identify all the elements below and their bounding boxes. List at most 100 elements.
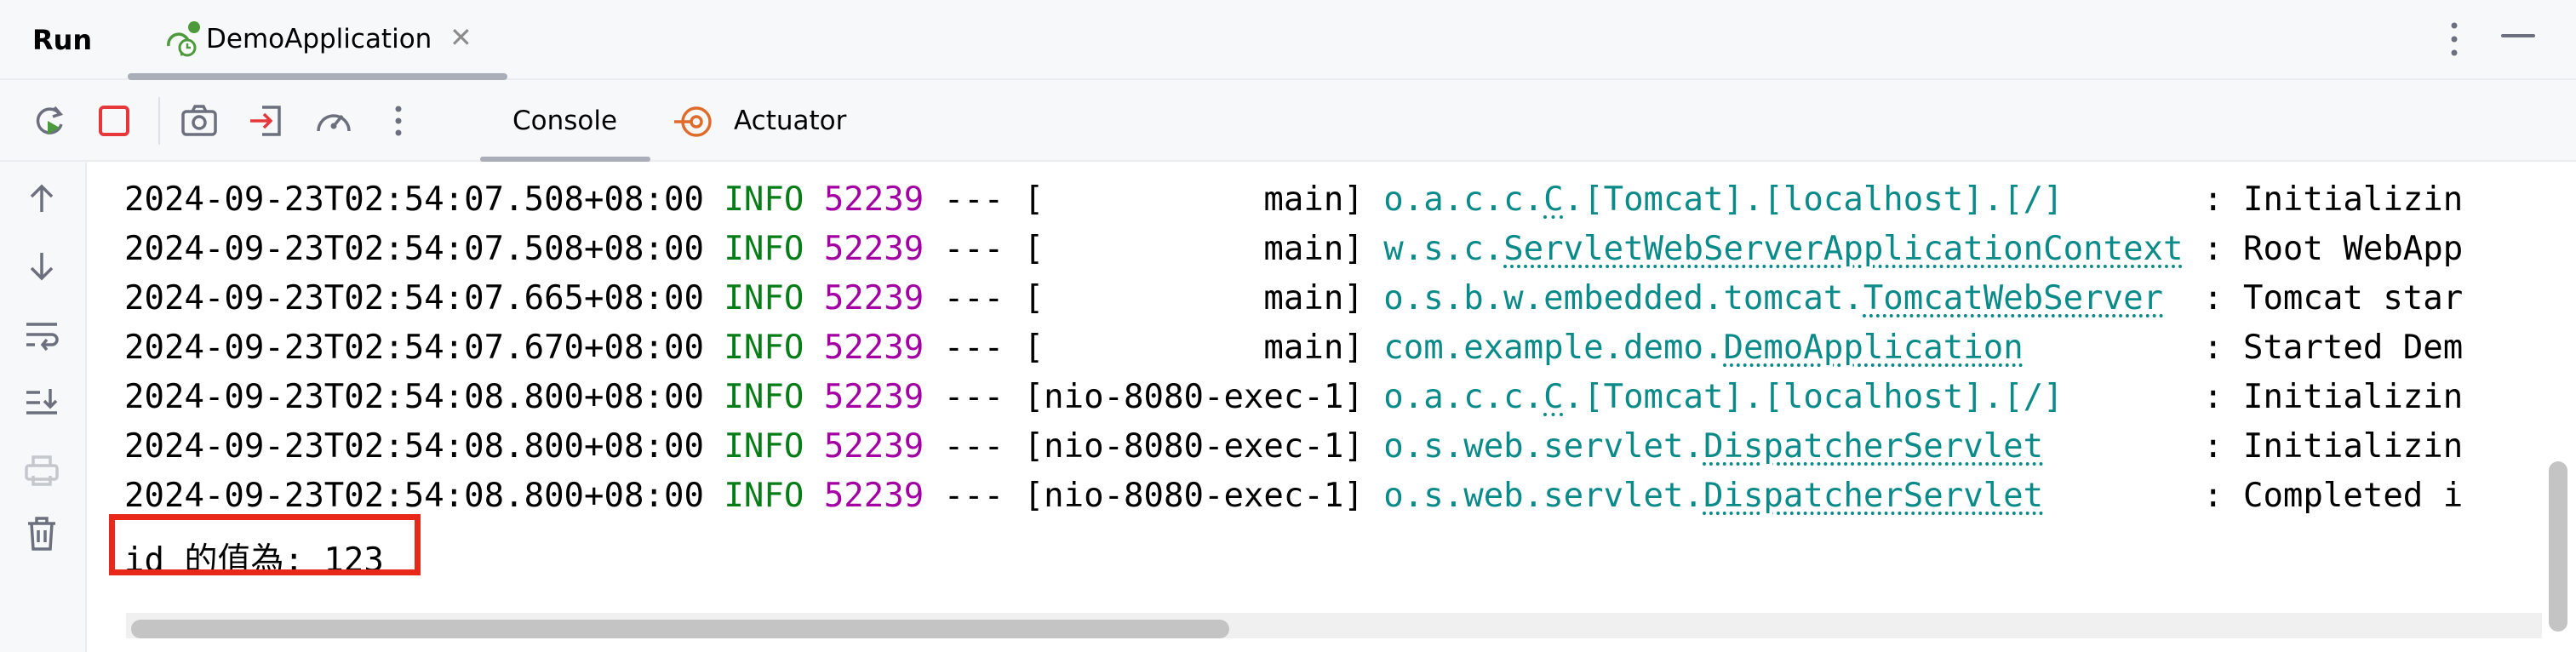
log-level: INFO: [724, 427, 804, 466]
toolbar-separator: [158, 97, 160, 145]
close-icon[interactable]: ✕: [449, 21, 472, 54]
log-message: : Completed i: [2203, 477, 2464, 515]
run-tab-label: DemoApplication: [206, 24, 432, 54]
log-logger-prefix: o.s.web.servlet.: [1383, 427, 1703, 466]
log-message: : Initializin: [2203, 427, 2464, 466]
trash-icon[interactable]: [20, 512, 63, 555]
tool-window-title: Run: [32, 24, 93, 56]
horizontal-scrollbar[interactable]: [131, 620, 1229, 638]
log-thread: [ main]: [1023, 279, 1364, 317]
log-logger-prefix: o.a.c.c.: [1383, 180, 1544, 219]
log-timestamp: 2024-09-23T02:54:07.665+08:00: [124, 279, 704, 317]
active-tab-indicator: [128, 73, 507, 80]
soft-wrap-icon[interactable]: [20, 313, 63, 356]
log-timestamp: 2024-09-23T02:54:08.800+08:00: [124, 378, 704, 416]
log-level: INFO: [724, 230, 804, 268]
screenshot-icon[interactable]: [177, 99, 221, 143]
run-tab-demo-application[interactable]: DemoApplication ✕: [128, 0, 507, 80]
log-line: 2024-09-23T02:54:08.800+08:00 INFO 52239…: [124, 472, 2463, 521]
log-line: 2024-09-23T02:54:07.665+08:00 INFO 52239…: [124, 274, 2463, 323]
tab-console-label: Console: [512, 106, 618, 136]
vertical-scrollbar[interactable]: [2549, 461, 2567, 632]
arrow-up-icon[interactable]: [20, 177, 63, 220]
profiler-icon[interactable]: [312, 99, 356, 143]
log-message: : Tomcat star: [2203, 279, 2464, 317]
exit-icon[interactable]: [243, 99, 288, 143]
tab-actuator-label: Actuator: [734, 106, 847, 136]
log-logger-prefix: com.example.demo.: [1383, 329, 1724, 367]
log-logger-prefix: o.s.b.w.embedded.tomcat.: [1383, 279, 1863, 317]
log-logger-link[interactable]: C: [1543, 180, 1564, 219]
log-separator: ---: [943, 329, 1005, 367]
log-pid: 52239: [823, 180, 924, 219]
log-line: 2024-09-23T02:54:08.800+08:00 INFO 52239…: [124, 422, 2463, 472]
log-pid: 52239: [823, 427, 924, 466]
log-message: : Started Dem: [2203, 329, 2464, 367]
log-level: INFO: [724, 378, 804, 416]
log-thread: [nio-8080-exec-1]: [1023, 477, 1364, 515]
log-logger-link[interactable]: DispatcherServlet: [1703, 427, 2044, 466]
log-logger-prefix: o.a.c.c.: [1383, 378, 1544, 416]
log-logger-link[interactable]: ServletWebServerApplicationContext: [1503, 230, 2184, 268]
console-output[interactable]: 2024-09-23T02:54:07.508+08:00 INFO 52239…: [87, 162, 2576, 652]
more-vertical-icon[interactable]: [2441, 15, 2467, 63]
log-logger-link[interactable]: TomcatWebServer: [1863, 279, 2164, 317]
log-separator: ---: [943, 427, 1005, 466]
log-thread: [nio-8080-exec-1]: [1023, 427, 1364, 466]
stop-icon[interactable]: [92, 99, 136, 143]
log-line: 2024-09-23T02:54:07.670+08:00 INFO 52239…: [124, 323, 2463, 373]
tab-console[interactable]: Console: [480, 80, 650, 162]
log-level: INFO: [724, 329, 804, 367]
log-timestamp: 2024-09-23T02:54:07.508+08:00: [124, 180, 704, 219]
log-pid: 52239: [823, 279, 924, 317]
log-separator: ---: [943, 477, 1005, 515]
log-line: 2024-09-23T02:54:07.508+08:00 INFO 52239…: [124, 175, 2463, 225]
log-message: : Initializin: [2203, 378, 2464, 416]
log-logger-link[interactable]: DispatcherServlet: [1703, 477, 2044, 515]
log-logger-prefix: w.s.c.: [1383, 230, 1504, 268]
log-message: : Root WebApp: [2203, 230, 2464, 268]
log-timestamp: 2024-09-23T02:54:08.800+08:00: [124, 477, 704, 515]
log-timestamp: 2024-09-23T02:54:07.670+08:00: [124, 329, 704, 367]
log-logger-link[interactable]: DemoApplication: [1723, 329, 2024, 367]
log-separator: ---: [943, 230, 1005, 268]
log-level: INFO: [724, 279, 804, 317]
console-toolbar: Console Actuator: [0, 80, 2576, 162]
minimize-icon[interactable]: [2501, 34, 2535, 37]
run-tool-window-header: Run DemoApplication ✕: [0, 0, 2576, 80]
log-timestamp: 2024-09-23T02:54:07.508+08:00: [124, 230, 704, 268]
log-separator: ---: [943, 378, 1005, 416]
log-line: 2024-09-23T02:54:08.800+08:00 INFO 52239…: [124, 373, 2463, 422]
log-logger-prefix: o.s.web.servlet.: [1383, 477, 1703, 515]
log-thread: [ main]: [1023, 180, 1364, 219]
log-timestamp: 2024-09-23T02:54:08.800+08:00: [124, 427, 704, 466]
arrow-down-icon[interactable]: [20, 245, 63, 288]
tab-actuator[interactable]: Actuator: [673, 80, 860, 162]
active-tab-indicator: [480, 157, 650, 162]
actuator-icon: [673, 100, 715, 143]
log-logger-suffix: .[Tomcat].[localhost].[/]: [1563, 180, 2064, 219]
log-pid: 52239: [823, 329, 924, 367]
log-separator: ---: [943, 279, 1005, 317]
scroll-to-end-icon[interactable]: [20, 381, 63, 424]
log-lines: 2024-09-23T02:54:07.508+08:00 INFO 52239…: [124, 175, 2463, 521]
log-logger-suffix: .[Tomcat].[localhost].[/]: [1563, 378, 2064, 416]
log-thread: [ main]: [1023, 329, 1364, 367]
rerun-icon[interactable]: [27, 99, 72, 143]
log-pid: 52239: [823, 477, 924, 515]
print-icon: [20, 449, 63, 492]
log-level: INFO: [724, 180, 804, 219]
run-config-icon: [160, 20, 201, 61]
log-level: INFO: [724, 477, 804, 515]
log-thread: [nio-8080-exec-1]: [1023, 378, 1364, 416]
log-line: 2024-09-23T02:54:07.508+08:00 INFO 52239…: [124, 225, 2463, 274]
more-vertical-icon[interactable]: [376, 99, 421, 143]
log-separator: ---: [943, 180, 1005, 219]
log-thread: [ main]: [1023, 230, 1364, 268]
log-pid: 52239: [823, 230, 924, 268]
console-side-toolbar: [0, 162, 87, 652]
log-pid: 52239: [823, 378, 924, 416]
log-logger-link[interactable]: C: [1543, 378, 1564, 416]
log-message: : Initializin: [2203, 180, 2464, 219]
highlight-annotation: [109, 514, 421, 575]
